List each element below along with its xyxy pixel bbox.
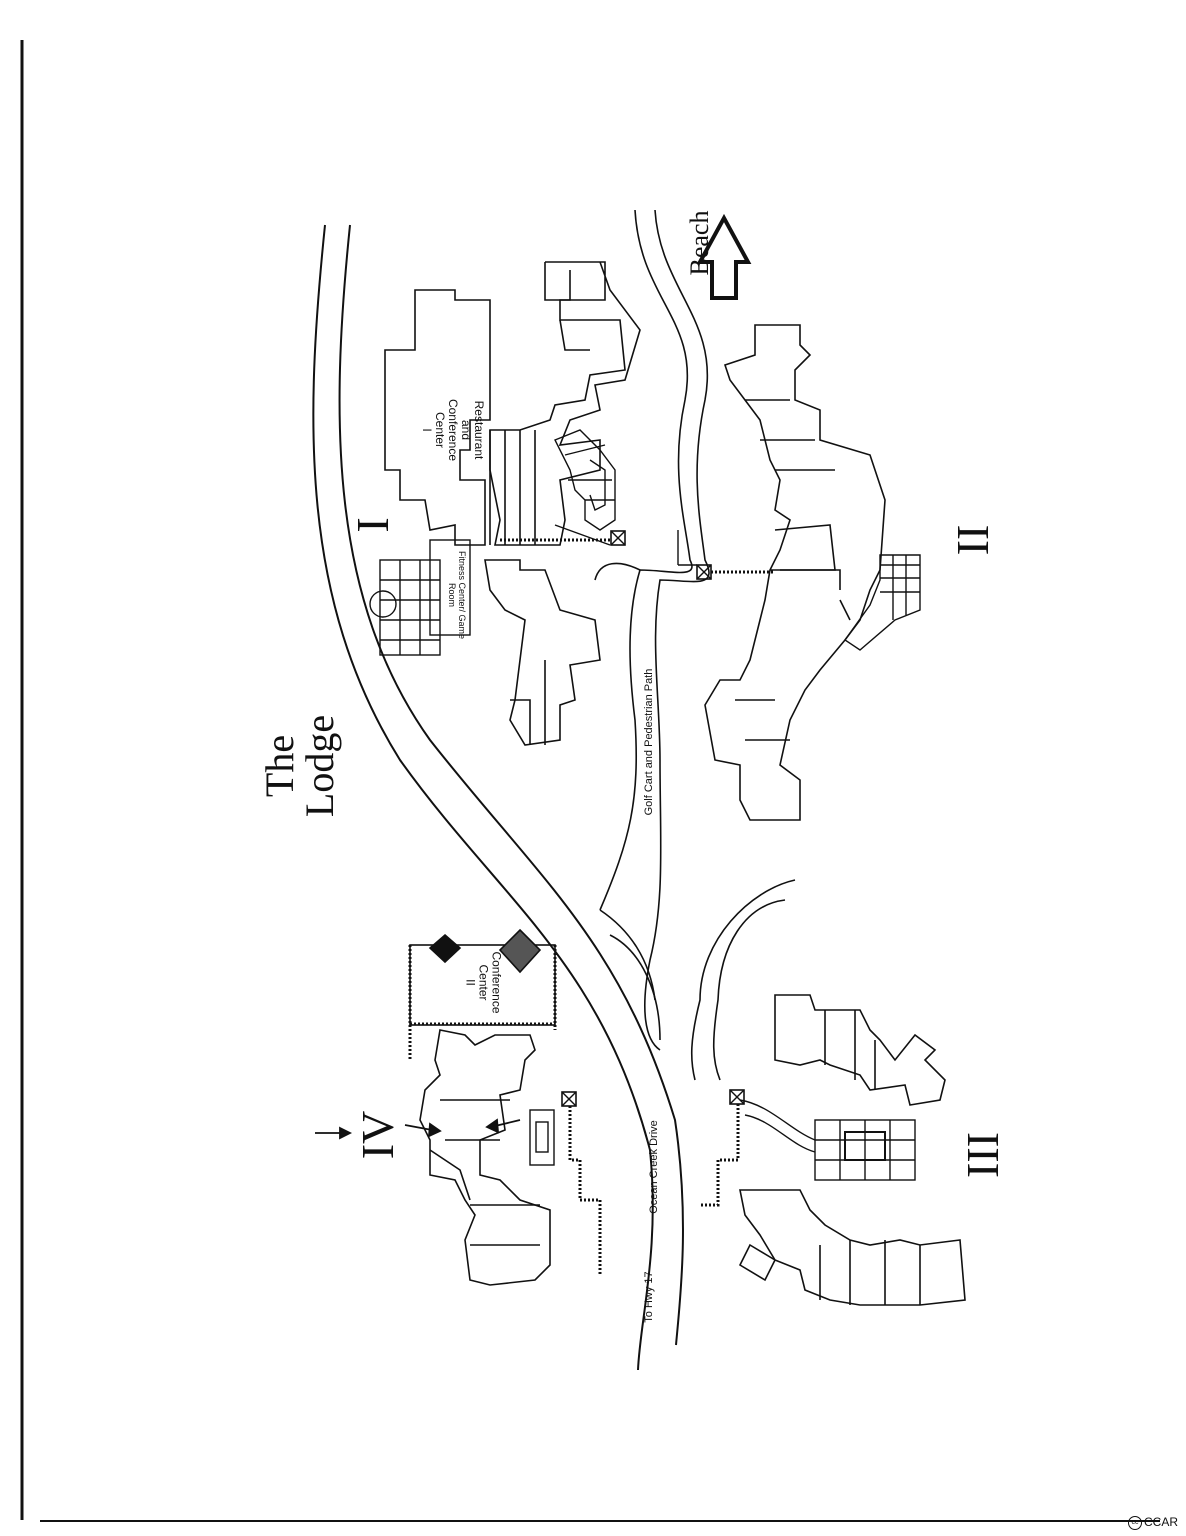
building-III-upper: [774, 994, 946, 1106]
highway-label: To Hwy 17: [643, 1271, 655, 1323]
building-I-lower-wing: [484, 559, 601, 746]
building-II-courtyard: [844, 554, 921, 651]
cc-icon: cc: [1127, 1516, 1142, 1530]
restaurant-label-line1: Restaurant: [472, 400, 486, 460]
map-title-line2: Lodge: [297, 714, 342, 818]
restaurant-label-line5: I: [420, 428, 434, 432]
walkway-III: [700, 1104, 740, 1207]
map-title: The Lodge: [257, 656, 342, 876]
beach-arrow: [696, 213, 752, 300]
golf-cart-path: [594, 209, 796, 1081]
conference-label-line3: II: [463, 979, 478, 986]
restaurant-conference-center-I: [384, 289, 491, 546]
main-road: [312, 224, 684, 1371]
building-I-courtyard: [554, 429, 616, 546]
fitness-center-pool: [369, 539, 471, 656]
building-numeral-I: I: [347, 517, 398, 533]
building-III-lower: [738, 1189, 966, 1306]
building-numeral-II: II: [947, 524, 998, 556]
building-IV-courtyard: [529, 1109, 555, 1166]
conference-center-II: [408, 928, 557, 1060]
restaurant-label: Restaurant and Conference Center I: [415, 375, 486, 485]
building-numeral-III: III: [957, 1132, 1008, 1178]
conference-label-line2: Center: [476, 964, 491, 1001]
beach-label: Beach: [685, 210, 714, 276]
building-I-upper-wing: [489, 261, 641, 546]
conference-center-II-label: Conference Center II: [458, 943, 504, 1023]
conference-label-line1: Conference: [489, 951, 504, 1014]
building-III-courtyard: [739, 1099, 916, 1181]
restaurant-label-line2: and: [459, 419, 473, 441]
restaurant-label-line3: Conference: [446, 398, 460, 462]
fitness-center-label: Fitness Center/ Game Room: [447, 550, 467, 640]
walkway-IV: [568, 1106, 602, 1275]
road-label: Ocean Creek Drive: [648, 1120, 660, 1214]
gate-building-I: [610, 530, 626, 546]
restaurant-label-line4: Center: [433, 411, 447, 449]
building-II: [704, 324, 886, 821]
watermark-text: CCAR: [1143, 1515, 1178, 1530]
building-numeral-IV: IV: [352, 1110, 403, 1160]
building-IV-pointer-arrows: [315, 1118, 521, 1140]
map-title-line1: The: [257, 734, 302, 798]
golf-cart-path-label: Golf Cart and Pedestrian Path: [643, 668, 655, 816]
